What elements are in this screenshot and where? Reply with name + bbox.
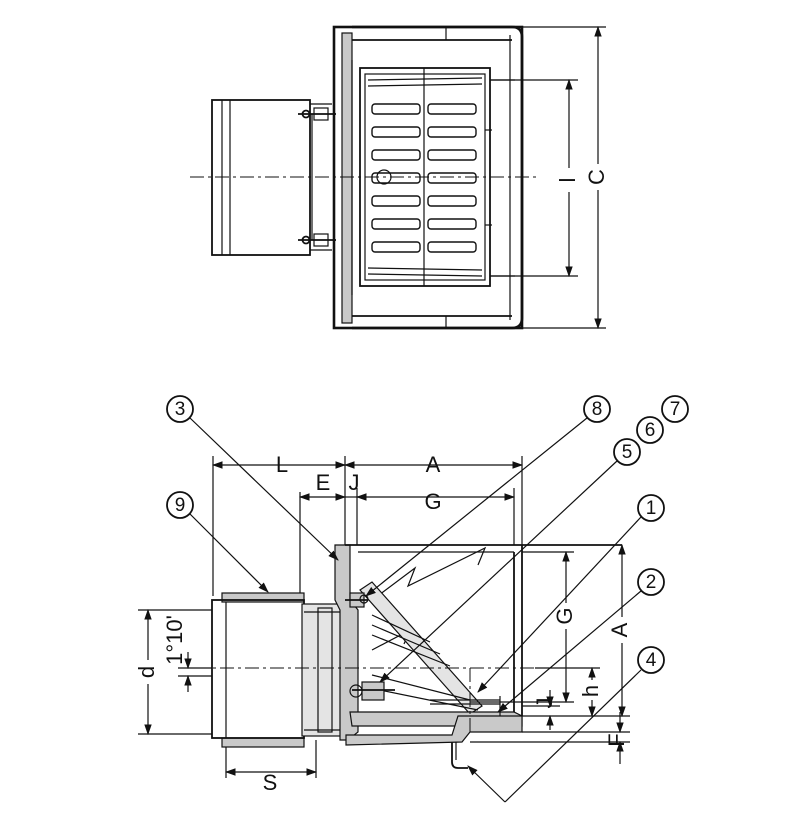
dim-A-top-label: A — [426, 452, 441, 477]
dim-E-label: E — [316, 470, 331, 495]
dim-L-label: L — [276, 452, 288, 477]
dim-J-top-label: J — [349, 470, 360, 495]
section-dimension-F: F — [470, 712, 630, 764]
svg-text:2: 2 — [646, 572, 657, 593]
section-dimension-h: h — [535, 666, 603, 718]
section-pipe-socket — [211, 592, 349, 748]
callout-6: 6 — [636, 416, 664, 444]
section-upper-bolt — [345, 592, 369, 608]
top-view-dimension-c: C — [522, 25, 610, 330]
dim-F-label: F — [604, 733, 629, 746]
section-view: L A E J G — [134, 395, 689, 803]
top-view-grate-slots — [371, 103, 477, 253]
top-view-dimension-l: l — [490, 78, 580, 278]
dim-G-top-label: G — [424, 489, 441, 514]
section-hook — [451, 742, 468, 769]
top-view-bolt-lower — [298, 233, 336, 247]
section-inclined-grate — [359, 581, 483, 715]
callout-8: 8 — [365, 395, 611, 597]
callout-3: 3 — [166, 395, 339, 561]
dim-c-label: C — [584, 169, 609, 185]
section-bottom-plate — [345, 696, 523, 746]
svg-text:5: 5 — [622, 442, 633, 463]
section-dimension-A-side: A — [522, 543, 634, 718]
section-dimension-J-top: J — [345, 470, 360, 545]
section-dimension-G-side: G — [470, 550, 578, 704]
svg-text:4: 4 — [646, 650, 657, 671]
callout-4: 4 — [467, 646, 665, 803]
dim-A-side-label: A — [607, 622, 632, 637]
callout-1: 1 — [477, 494, 665, 693]
svg-text:1: 1 — [646, 498, 657, 519]
section-dimension-S: S — [224, 740, 318, 795]
section-dimension-E: E — [298, 470, 347, 596]
dim-angle-label: 1°10' — [162, 615, 187, 665]
svg-text:3: 3 — [175, 399, 186, 420]
section-dimension-angle: 1°10' — [162, 615, 212, 692]
callout-5: 5 — [379, 438, 641, 683]
callout-7: 7 — [661, 395, 689, 423]
top-view: l C — [190, 25, 610, 330]
svg-text:6: 6 — [645, 420, 656, 441]
section-dimension-G-top: G — [355, 488, 516, 545]
svg-text:9: 9 — [175, 495, 186, 516]
svg-text:7: 7 — [670, 399, 681, 420]
svg-text:8: 8 — [592, 399, 603, 420]
callout-9: 9 — [166, 491, 269, 593]
dim-G-side-label: G — [552, 607, 577, 624]
section-dimension-J-side: J — [522, 690, 560, 730]
dim-d-label: d — [134, 666, 159, 678]
dim-J-side-label: J — [532, 698, 557, 709]
dim-l-label: l — [555, 178, 580, 183]
section-dimension-d: d — [134, 608, 212, 736]
dim-S-label: S — [263, 770, 278, 795]
top-view-bolt-upper — [298, 107, 336, 121]
section-bolt — [349, 681, 395, 701]
dim-h-label: h — [578, 685, 603, 697]
callout-2: 2 — [497, 568, 665, 713]
